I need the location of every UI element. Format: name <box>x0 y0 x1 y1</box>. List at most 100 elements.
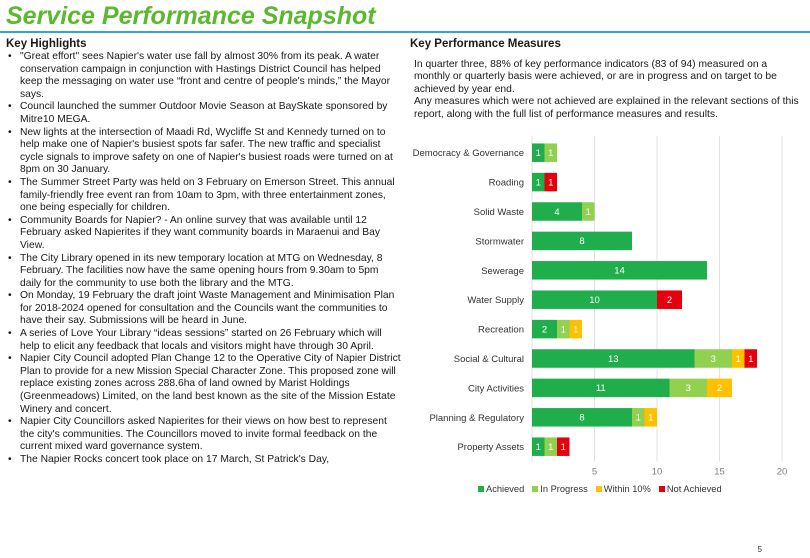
bar-segment <box>532 408 632 427</box>
kpm-summary: In quarter three, 88% of key performance… <box>410 59 806 121</box>
bar-segment <box>557 437 570 456</box>
bar-segment <box>532 349 695 368</box>
data-label: 1 <box>736 354 741 365</box>
list-item: Community Boards for Napier? - An online… <box>6 215 402 253</box>
bar-segment <box>532 378 670 398</box>
legend-swatch <box>532 486 539 492</box>
chart-legend: Achieved In Progress Within 10% Not Achieve… <box>478 484 722 494</box>
bar-segment <box>582 202 595 221</box>
data-label: 13 <box>608 354 619 365</box>
legend-swatch <box>478 486 484 492</box>
bar-segment <box>632 408 645 427</box>
kpm-heading: Key Performance Measures <box>410 38 561 50</box>
bar-segment <box>532 319 557 339</box>
bar-segment <box>694 349 732 368</box>
category-label: Sewerage <box>481 266 524 277</box>
list-item: The Napier Rocks concert took place on 1… <box>6 454 402 467</box>
bar-segment <box>544 437 557 456</box>
legend-item: In Progress <box>532 484 588 494</box>
data-label: 2 <box>542 324 547 335</box>
data-label: 1 <box>573 324 578 335</box>
bar-segment <box>669 378 707 398</box>
data-label: 1 <box>561 442 566 453</box>
legend-label: Achieved <box>486 484 525 494</box>
data-label: 3 <box>686 383 691 394</box>
list-item: Napier City Council adopted Plan Change … <box>6 353 402 416</box>
data-label: 8 <box>579 236 584 247</box>
x-tick-label: 10 <box>652 466 663 477</box>
category-label: Water Supply <box>467 295 524 306</box>
bar-segment <box>532 231 632 251</box>
data-label: 1 <box>748 354 753 365</box>
data-label: 1 <box>536 177 541 188</box>
category-label: Property Assets <box>457 442 524 453</box>
legend-swatch <box>658 486 665 492</box>
bar-segment <box>569 319 582 339</box>
page-title: Service Performance Snapshot <box>6 2 376 30</box>
legend-label: In Progress <box>540 484 588 494</box>
category-label: City Activities <box>468 383 524 394</box>
category-label: Social & Cultural <box>454 354 524 365</box>
data-label: 4 <box>554 207 559 218</box>
list-item: "Great effort" sees Napier's water use f… <box>6 51 402 101</box>
bar-segment <box>532 261 707 280</box>
list-item: The Summer Street Party was held on 3 Fe… <box>6 177 402 215</box>
legend-label: Not Achieved <box>666 484 722 494</box>
bar-segment <box>532 143 545 162</box>
list-item: Council launched the summer Outdoor Movi… <box>6 101 402 126</box>
category-label: Solid Waste <box>474 207 524 218</box>
list-item: The City Library opened in its new tempo… <box>6 253 402 291</box>
category-label: Roading <box>489 178 524 189</box>
bar-segment <box>732 349 745 368</box>
bar-segment <box>707 378 732 398</box>
bar-segment <box>644 408 657 427</box>
key-performance-section: Key Performance Measures In quarter thre… <box>410 38 806 121</box>
data-label: 1 <box>536 148 541 159</box>
data-label: 1 <box>548 442 553 453</box>
data-label: 3 <box>711 354 716 365</box>
data-label: 1 <box>536 442 541 453</box>
legend-item: Achieved <box>478 484 524 494</box>
data-label: 1 <box>548 148 553 159</box>
bar-segment <box>557 319 570 339</box>
list-item: New lights at the intersection of Maadi … <box>6 127 402 177</box>
bar-segment <box>744 349 757 368</box>
title-divider <box>0 31 810 33</box>
data-label: 10 <box>589 295 600 306</box>
x-tick-label: 5 <box>592 466 597 477</box>
highlights-list: "Great effort" sees Napier's water use f… <box>6 51 402 467</box>
data-label: 1 <box>548 177 553 188</box>
key-highlights-heading: Key Highlights <box>6 38 87 50</box>
category-label: Democracy & Governance <box>413 148 524 159</box>
legend-label: Within 10% <box>603 484 651 494</box>
legend-item: Within 10% <box>595 484 651 494</box>
data-label: 1 <box>648 413 653 424</box>
category-label: Recreation <box>478 325 524 336</box>
bar-segment <box>532 172 545 192</box>
data-label: 1 <box>636 413 641 424</box>
data-label: 11 <box>596 383 606 394</box>
kpm-paragraph-1: In quarter three, 88% of key performance… <box>414 59 777 95</box>
list-item: On Monday, 19 February the draft joint W… <box>6 290 402 328</box>
list-item: Napier City Councillors asked Napierites… <box>6 416 402 454</box>
key-highlights-section: Key Highlights "Great effort" sees Napie… <box>6 38 402 467</box>
category-label: Stormwater <box>475 236 524 247</box>
page-number: 5 <box>757 545 762 554</box>
x-tick-label: 15 <box>714 466 725 477</box>
bar-segment <box>532 290 657 309</box>
bar-segment <box>544 172 557 192</box>
legend-swatch <box>595 486 602 492</box>
legend-item: Not Achieved <box>658 484 722 494</box>
data-label: 2 <box>667 295 672 306</box>
bar-segment <box>657 290 682 309</box>
data-label: 8 <box>579 413 584 424</box>
list-item: A series of Love Your Library “ideas ses… <box>6 328 402 353</box>
data-label: 2 <box>717 383 722 394</box>
x-tick-label: 20 <box>777 466 788 477</box>
data-label: 1 <box>586 207 591 218</box>
category-label: Planning & Regulatory <box>429 413 524 424</box>
bar-segment <box>532 202 582 221</box>
bar-segment <box>532 437 545 456</box>
